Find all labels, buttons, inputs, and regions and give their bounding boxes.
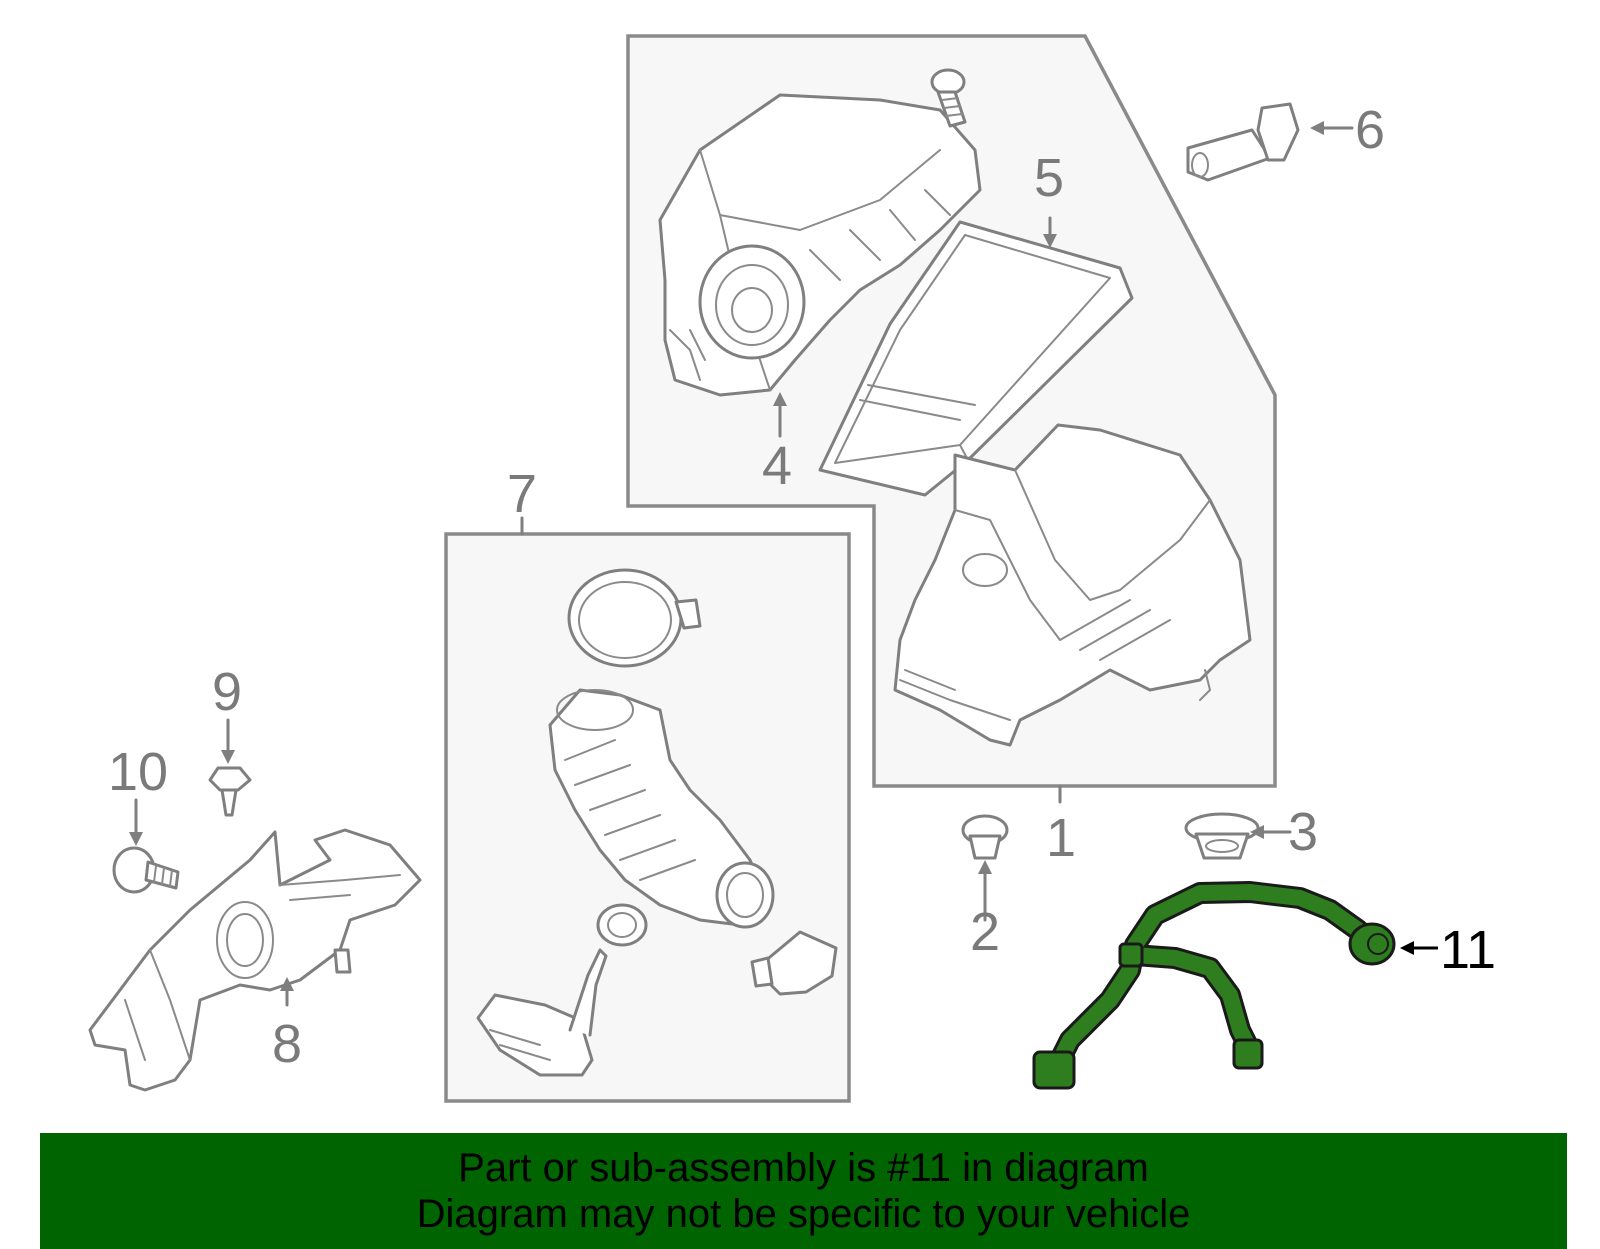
callout-3: 3 (1288, 802, 1318, 862)
banner-line-1: Part or sub-assembly is #11 in diagram (458, 1146, 1149, 1190)
callout-9: 9 (212, 662, 242, 722)
leader-lines (129, 121, 1438, 1007)
air-inlet-duct-part[interactable] (88, 828, 422, 1092)
pcv-hose-fill (1048, 884, 1383, 1076)
pcv-hose-part[interactable] (1032, 881, 1396, 1090)
callout-1: 1 (1046, 808, 1076, 868)
callout-7: 7 (507, 464, 537, 524)
grommet-part[interactable] (961, 814, 1009, 860)
air-filter-element-part[interactable] (818, 220, 1134, 497)
callout-2: 2 (970, 902, 1000, 962)
air-cleaner-lower-housing-part[interactable] (893, 423, 1252, 747)
banner-line-2: Diagram may not be specific to your vehi… (416, 1192, 1191, 1236)
intake-duct-part[interactable] (548, 568, 775, 929)
mass-air-flow-sensor-part[interactable] (1186, 102, 1300, 182)
callout-4: 4 (762, 436, 792, 496)
air-cleaner-cover-part[interactable] (658, 93, 982, 397)
push-clip-part[interactable] (208, 766, 252, 817)
callout-11: 11 (1440, 920, 1496, 980)
callout-5: 5 (1034, 148, 1064, 208)
callout-10: 10 (108, 742, 168, 802)
hose-clamp-part[interactable] (596, 903, 838, 996)
callout-6: 6 (1355, 100, 1385, 160)
cover-bolt-part[interactable] (930, 68, 967, 128)
resonator-part[interactable] (476, 948, 608, 1077)
isolator-part[interactable] (1184, 812, 1260, 860)
mount-bolt-part[interactable] (112, 846, 180, 894)
callout-8: 8 (272, 1014, 302, 1074)
info-banner: Part or sub-assembly is #11 in diagram D… (40, 1133, 1567, 1249)
